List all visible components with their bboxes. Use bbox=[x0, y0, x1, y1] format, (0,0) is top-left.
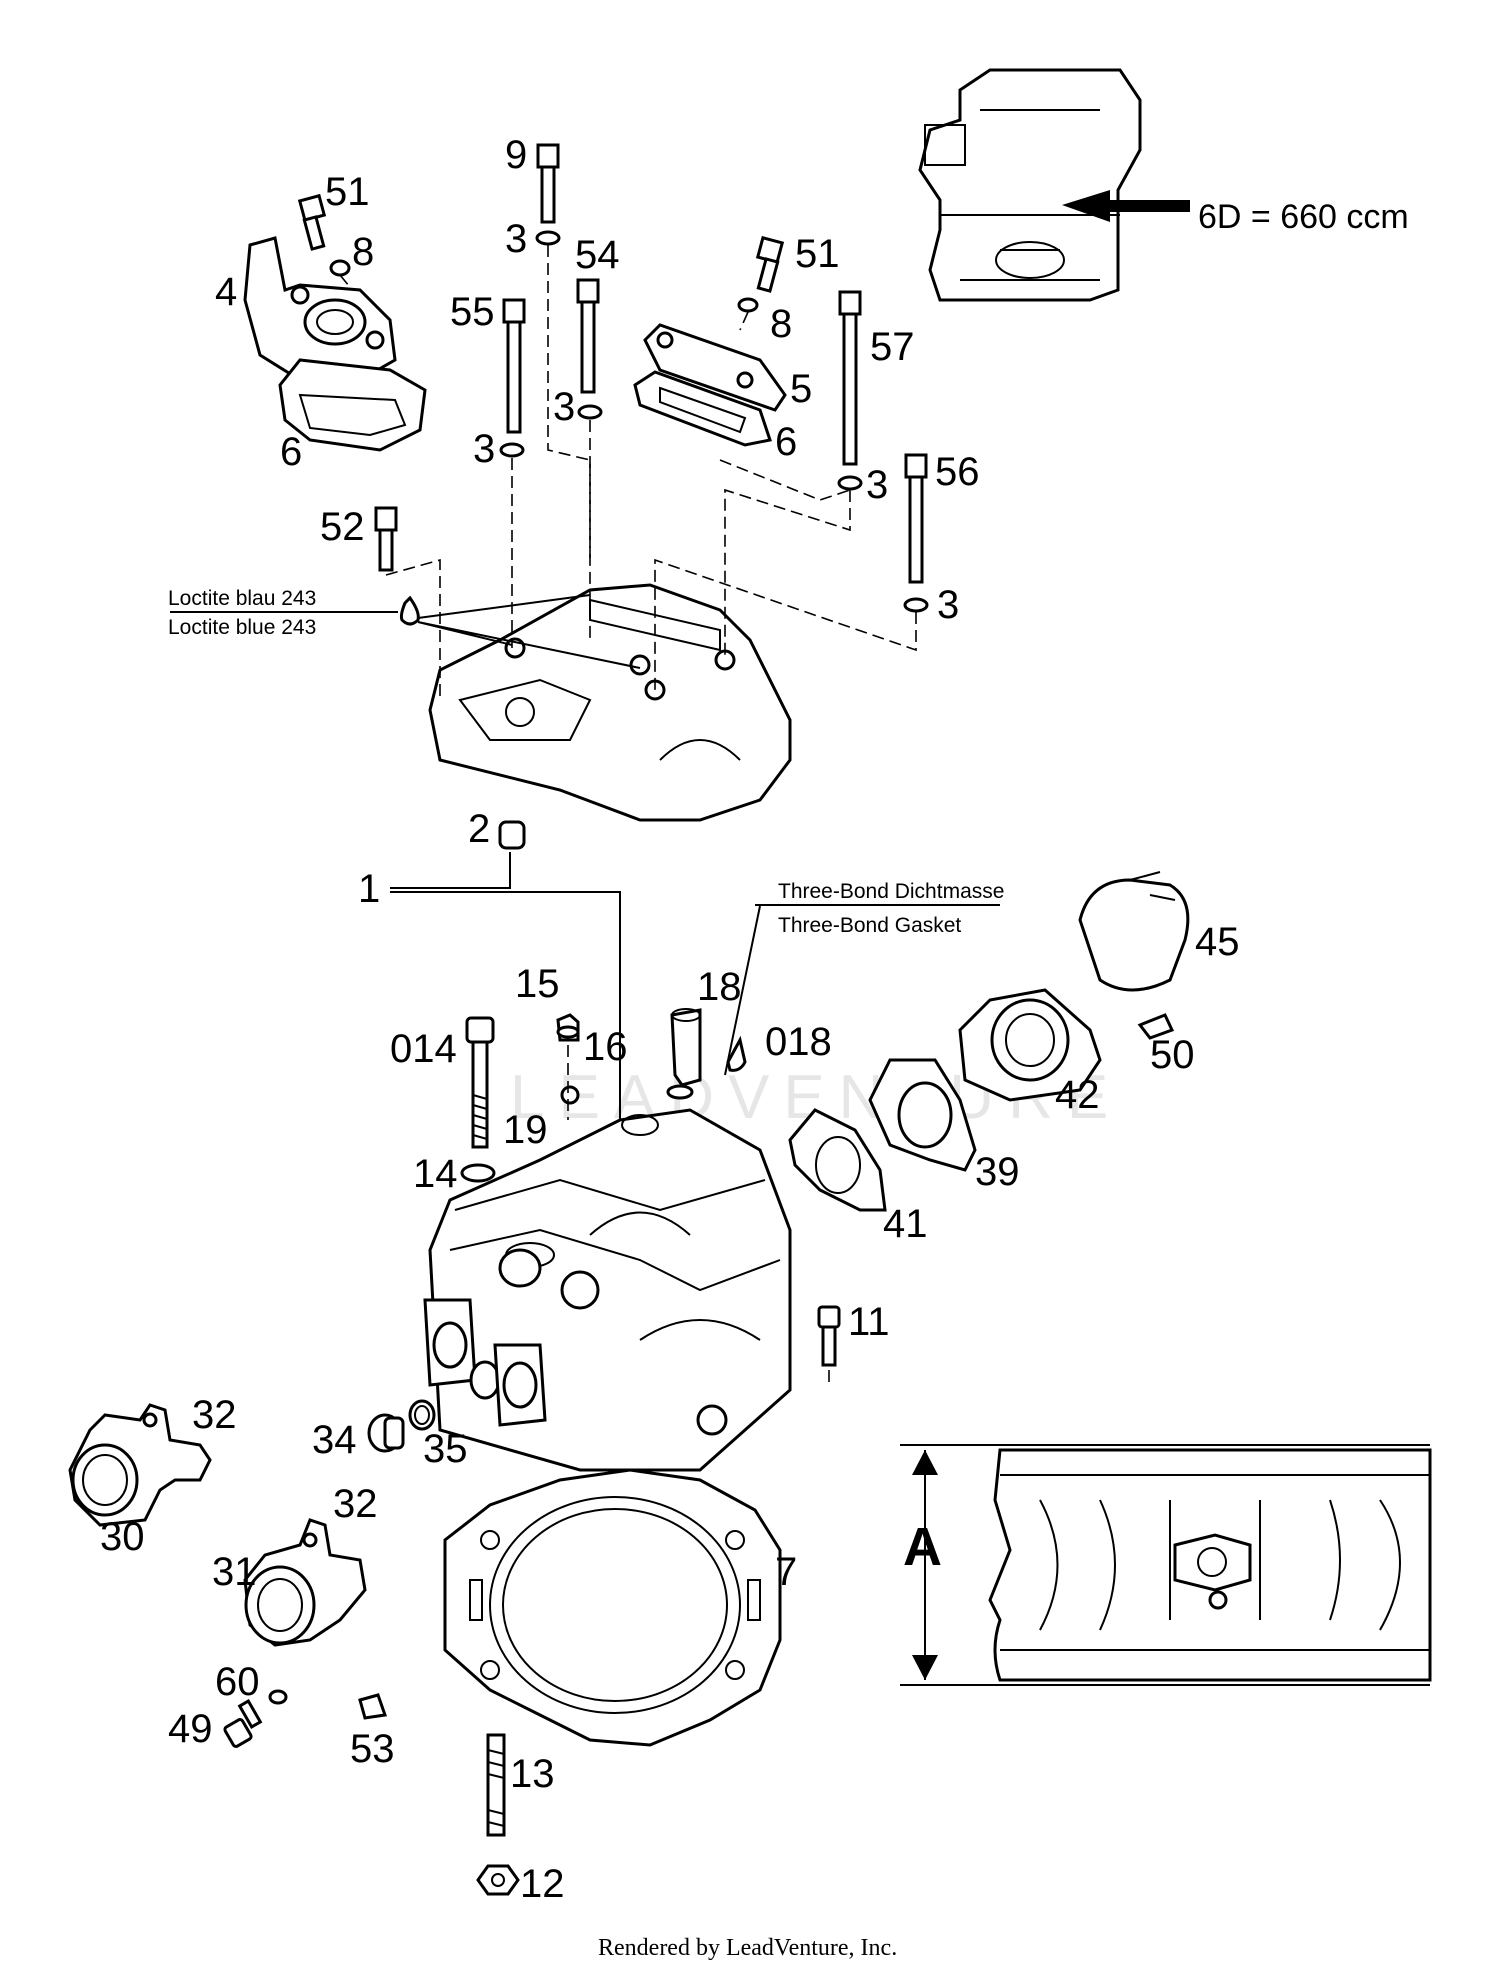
callout-5: 5 bbox=[790, 367, 812, 411]
callout-15: 15 bbox=[515, 962, 560, 1006]
callout-11: 11 bbox=[848, 1300, 890, 1344]
callout-51: 51 bbox=[795, 232, 840, 276]
engine-variant-label: 6D = 660 ccm bbox=[1198, 198, 1409, 236]
callout-014: 014 bbox=[390, 1027, 457, 1071]
callout-51: 51 bbox=[325, 170, 370, 214]
small-fasteners bbox=[223, 1689, 388, 1748]
callout-2: 2 bbox=[468, 807, 490, 851]
loctite-drop-icon bbox=[399, 595, 420, 626]
callout-6: 6 bbox=[775, 420, 797, 464]
callout-9: 9 bbox=[505, 133, 527, 177]
dimension-label: A bbox=[903, 1517, 942, 1577]
callout-12: 12 bbox=[520, 1862, 565, 1906]
intake-manifold-lower bbox=[243, 1518, 367, 1647]
bolts-top bbox=[297, 143, 929, 613]
plug-and-seal bbox=[556, 1013, 580, 1120]
callout-14: 14 bbox=[413, 1152, 458, 1196]
callout-34: 34 bbox=[312, 1418, 357, 1462]
threebond-note-en: Three-Bond Gasket bbox=[778, 914, 961, 937]
callout-56: 56 bbox=[935, 450, 980, 494]
leader-line bbox=[390, 852, 621, 1035]
callout-3: 3 bbox=[866, 463, 888, 507]
callout-19: 19 bbox=[503, 1108, 548, 1152]
callout-39: 39 bbox=[975, 1150, 1020, 1194]
callout-3: 3 bbox=[473, 427, 495, 471]
plug-and-ring bbox=[367, 1399, 436, 1453]
callout-32: 32 bbox=[192, 1393, 237, 1437]
callout-018: 018 bbox=[765, 1020, 832, 1064]
dimension-inset bbox=[900, 1444, 1432, 1686]
callout-50: 50 bbox=[1150, 1033, 1195, 1077]
callout-6: 6 bbox=[280, 430, 302, 474]
callout-3: 3 bbox=[505, 217, 527, 261]
callout-18: 18 bbox=[697, 965, 742, 1009]
callout-35: 35 bbox=[423, 1427, 468, 1471]
callout-52: 52 bbox=[320, 505, 365, 549]
engine-thumbnail bbox=[918, 68, 1190, 302]
callout-54: 54 bbox=[575, 233, 620, 277]
intake-manifold bbox=[68, 1403, 212, 1527]
thermostat-housing bbox=[243, 236, 427, 452]
cylinder-head-cover bbox=[428, 583, 792, 822]
callout-13: 13 bbox=[510, 1752, 555, 1796]
callout-53: 53 bbox=[350, 1727, 395, 1771]
callout-30: 30 bbox=[100, 1515, 145, 1559]
side-bolt bbox=[817, 1305, 841, 1385]
callout-60: 60 bbox=[215, 1660, 260, 1704]
intake-flange-set bbox=[788, 871, 1190, 1212]
callout-3: 3 bbox=[553, 385, 575, 429]
callout-32: 32 bbox=[333, 1482, 378, 1526]
head-gasket bbox=[443, 1468, 782, 1747]
callout-31: 31 bbox=[212, 1550, 257, 1594]
callout-8: 8 bbox=[770, 302, 792, 346]
footer-credit: Rendered by LeadVenture, Inc. bbox=[598, 1935, 897, 1961]
callout-55: 55 bbox=[450, 290, 495, 334]
head-bolt bbox=[460, 1016, 496, 1183]
callout-3: 3 bbox=[937, 583, 959, 627]
dowel-pin bbox=[498, 820, 526, 850]
callout-41: 41 bbox=[883, 1202, 928, 1246]
callout-8: 8 bbox=[352, 230, 374, 274]
cylinder-head bbox=[423, 1085, 792, 1472]
loctite-note-de: Loctite blau 243 bbox=[168, 587, 316, 610]
callout-45: 45 bbox=[1195, 920, 1240, 964]
stud-and-nut bbox=[476, 1733, 520, 1896]
callout-1: 1 bbox=[358, 867, 380, 911]
callout-49: 49 bbox=[168, 1707, 213, 1751]
callout-57: 57 bbox=[870, 325, 915, 369]
callout-42: 42 bbox=[1055, 1073, 1100, 1117]
dashed-leaders-top bbox=[339, 245, 917, 700]
valve-cover-plate bbox=[633, 323, 787, 447]
callout-7: 7 bbox=[775, 1550, 797, 1594]
sleeve-and-sealant bbox=[666, 904, 1000, 1100]
threebond-note-de: Three-Bond Dichtmasse bbox=[778, 880, 1004, 903]
loctite-leader bbox=[170, 594, 641, 669]
callout-16: 16 bbox=[583, 1025, 628, 1069]
loctite-note-en: Loctite blue 243 bbox=[168, 616, 316, 639]
callout-4: 4 bbox=[215, 270, 237, 314]
arrow-icon bbox=[1062, 190, 1190, 222]
